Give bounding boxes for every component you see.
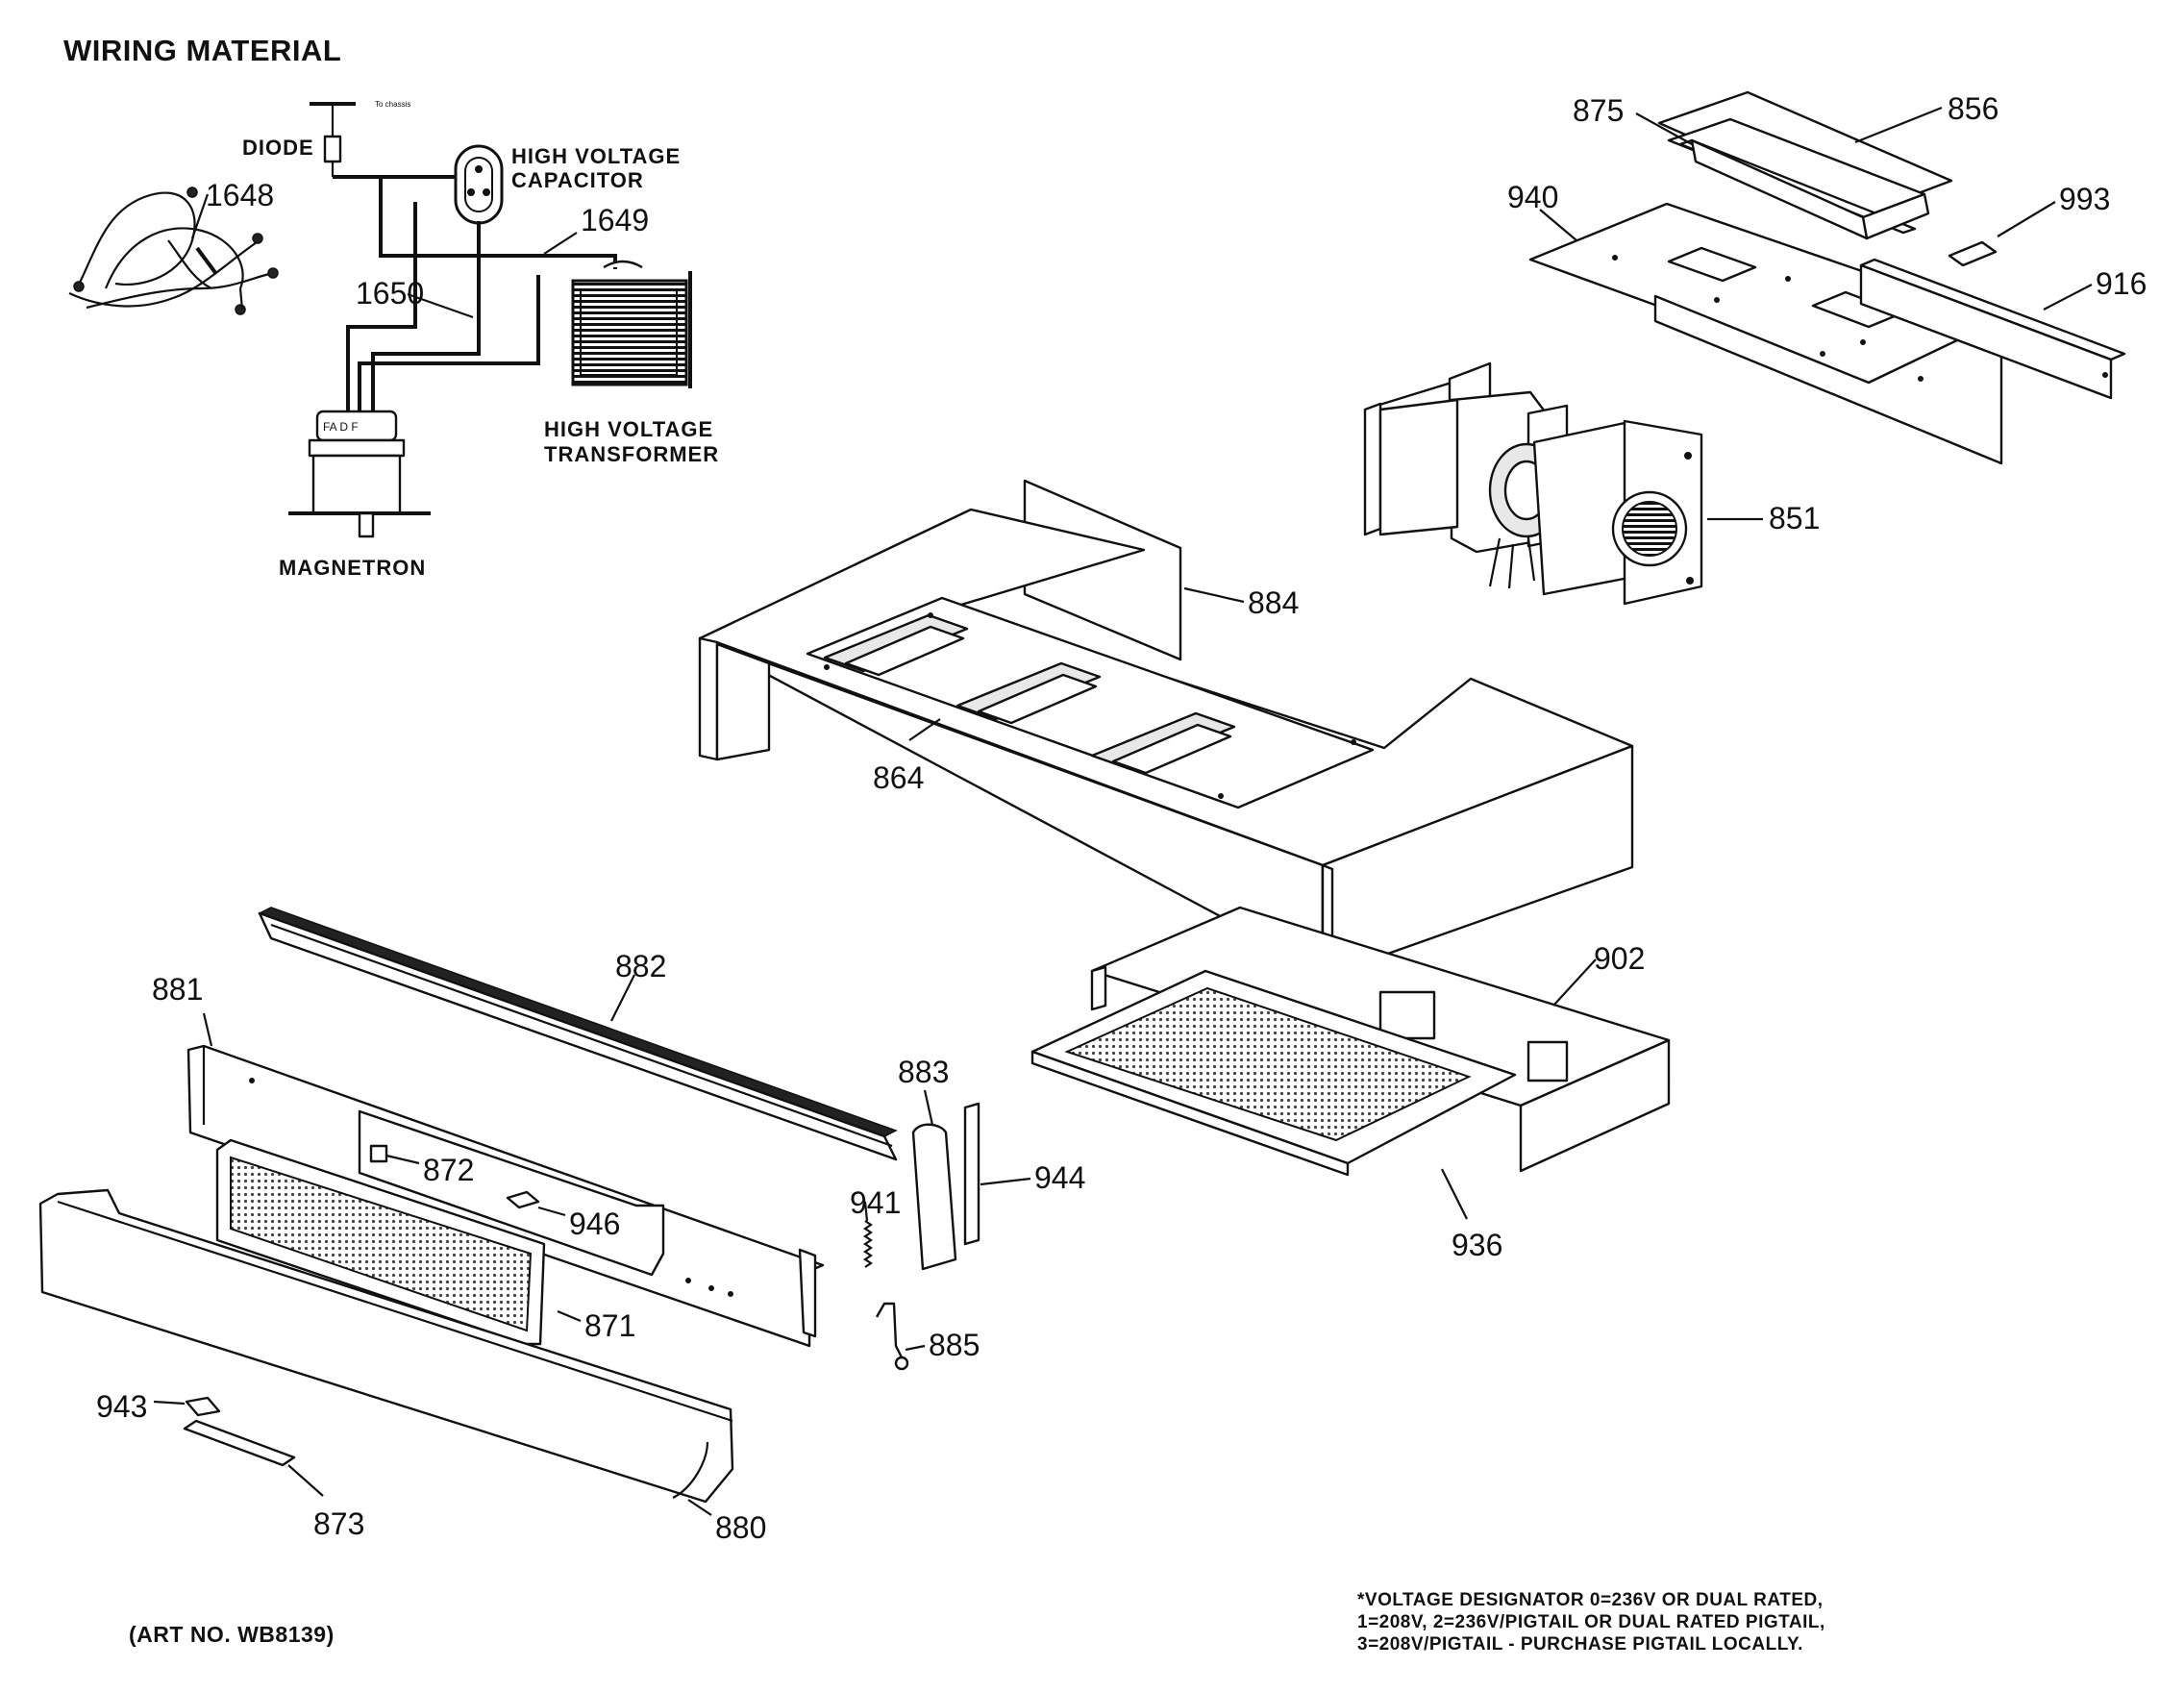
to-chassis-label: To chassis	[375, 100, 410, 109]
part-883-trim-piece	[911, 1123, 957, 1271]
diagram-title: WIRING MATERIAL	[63, 34, 341, 67]
part-880-front-trim	[38, 1188, 734, 1504]
part-864-vent-panel	[806, 596, 1375, 809]
magnetron-label: MAGNETRON	[279, 556, 426, 580]
callout-1650: 1650	[356, 276, 424, 311]
part-944-bracket	[963, 1102, 980, 1246]
wiring-harness-1648	[68, 187, 279, 315]
capacitor-label-line2: CAPACITOR	[511, 168, 644, 192]
callout-851: 851	[1769, 501, 1820, 535]
callout-864: 864	[873, 760, 924, 795]
part-881-control-panel	[186, 1044, 825, 1348]
part-882-rail	[258, 907, 898, 1161]
part-936-grease-filter	[1030, 969, 1517, 1177]
callout-940: 940	[1507, 180, 1558, 214]
callout-941: 941	[850, 1185, 901, 1220]
callout-880: 880	[715, 1510, 766, 1545]
voltage-note-line2: 1=208V, 2=236V/PIGTAIL OR DUAL RATED PIG…	[1357, 1612, 1825, 1632]
callout-1648: 1648	[206, 178, 274, 212]
callout-884: 884	[1248, 585, 1299, 620]
callout-916: 916	[2096, 266, 2147, 301]
wiring-schematic: To chassis DIODE HIGH VOLTAGE CAPACITOR …	[68, 100, 719, 580]
magnetron-symbol: FA D F	[288, 410, 431, 538]
callout-873: 873	[313, 1506, 364, 1541]
callout-875: 875	[1573, 93, 1624, 128]
part-856-vent-cover	[1657, 90, 1953, 240]
part-916-strip	[1859, 258, 2126, 400]
callout-902: 902	[1594, 941, 1645, 976]
part-885-lever	[875, 1302, 909, 1371]
part-941-spring	[863, 1220, 873, 1268]
part-851-blower-assembly	[1363, 361, 1703, 606]
callout-993: 993	[2059, 182, 2110, 216]
callout-943: 943	[96, 1389, 147, 1424]
voltage-note: *VOLTAGE DESIGNATOR 0=236V OR DUAL RATED…	[1357, 1590, 1825, 1655]
part-873-handle	[183, 1419, 296, 1467]
callout-944: 944	[1034, 1160, 1085, 1195]
art-number: (ART NO. WB8139)	[129, 1622, 335, 1647]
callout-946: 946	[569, 1207, 620, 1241]
callout-936: 936	[1452, 1228, 1502, 1262]
part-993-bracket	[1948, 240, 1998, 267]
callout-1649: 1649	[581, 203, 649, 237]
diode-symbol	[323, 135, 342, 163]
callout-881: 881	[152, 972, 203, 1007]
callout-labels: 1648 1649 1650 875 856 940 993 916 851 8…	[96, 91, 2147, 1545]
callout-856: 856	[1948, 91, 1998, 126]
diode-label: DIODE	[242, 136, 314, 160]
transformer-symbol	[571, 260, 692, 388]
voltage-note-line3: 3=208V/PIGTAIL - PURCHASE PIGTAIL LOCALL…	[1357, 1634, 1803, 1655]
callout-882: 882	[615, 949, 666, 983]
transformer-label-line1: HIGH VOLTAGE	[544, 417, 713, 441]
part-943-clip	[185, 1396, 221, 1417]
voltage-note-line1: *VOLTAGE DESIGNATOR 0=236V OR DUAL RATED…	[1357, 1590, 1824, 1610]
magnetron-terminal-labels: FA D F	[323, 420, 359, 434]
capacitor-label-line1: HIGH VOLTAGE	[511, 144, 681, 168]
part-940-top-plate	[1528, 202, 2003, 465]
part-872-switch	[369, 1144, 388, 1163]
leader-lines	[153, 106, 2093, 1516]
part-902-tray	[1090, 906, 1671, 1173]
part-946-latch	[506, 1190, 540, 1209]
part-871-charcoal-filter	[215, 1138, 546, 1346]
transformer-label-line2: TRANSFORMER	[544, 442, 719, 466]
callout-871: 871	[584, 1308, 635, 1343]
callout-885: 885	[929, 1328, 980, 1362]
callout-883: 883	[898, 1055, 949, 1089]
callout-872: 872	[423, 1153, 474, 1187]
